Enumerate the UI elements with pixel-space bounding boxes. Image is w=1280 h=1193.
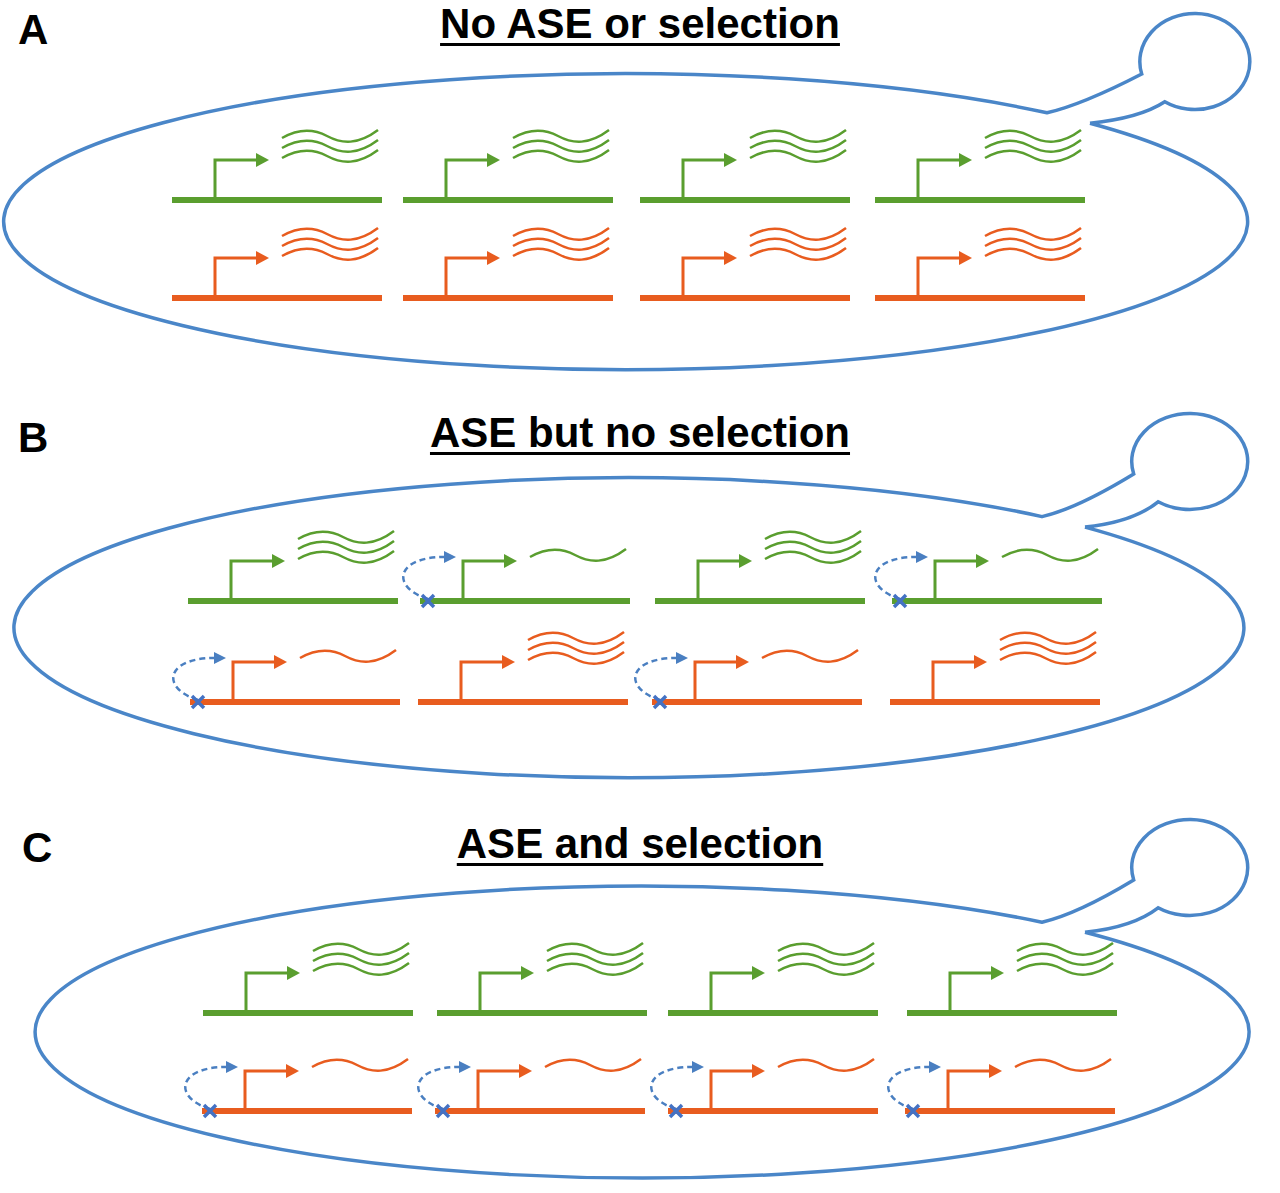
panel-title: No ASE or selection xyxy=(0,0,1280,48)
yeast-cell: ASE and selection xyxy=(0,815,1280,1193)
gene-row-green xyxy=(172,130,1085,200)
yeast-cell: No ASE or selection xyxy=(0,0,1280,385)
gene-row-green xyxy=(188,531,1102,607)
cell-outline xyxy=(0,405,1280,797)
cell-membrane xyxy=(4,14,1250,370)
cell-membrane xyxy=(35,820,1249,1178)
cell-outline xyxy=(0,0,1280,385)
panel-title: ASE and selection xyxy=(0,820,1280,868)
cell-outline xyxy=(0,815,1280,1193)
panel-letter: B xyxy=(18,414,48,462)
gene-row-orange xyxy=(173,632,1100,708)
gene-row-green xyxy=(203,943,1117,1013)
gene-row-orange xyxy=(172,228,1085,298)
panel-title: ASE but no selection xyxy=(0,409,1280,457)
gene-row-orange xyxy=(185,1059,1115,1117)
cell-membrane xyxy=(14,414,1248,778)
panel-letter: A xyxy=(18,6,48,54)
panel-letter: C xyxy=(22,824,52,872)
yeast-cell: ASE but no selection xyxy=(0,405,1280,797)
